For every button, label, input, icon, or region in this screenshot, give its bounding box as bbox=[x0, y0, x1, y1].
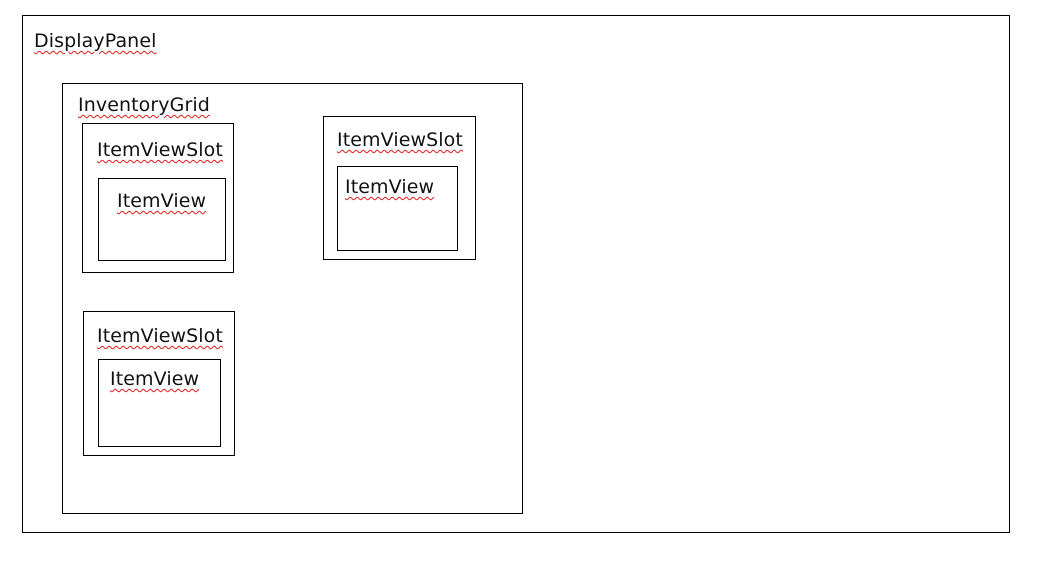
inventory-grid-label: InventoryGrid bbox=[78, 94, 210, 116]
item-view[interactable] bbox=[337, 166, 458, 251]
item-view-label: ItemView bbox=[110, 368, 200, 390]
item-view-label: ItemView bbox=[117, 190, 207, 212]
item-view[interactable] bbox=[98, 359, 221, 447]
item-view-label: ItemView bbox=[345, 176, 435, 198]
item-view-slot-label: ItemViewSlot bbox=[97, 325, 223, 347]
item-view-slot-label: ItemViewSlot bbox=[97, 139, 223, 161]
display-panel-label: DisplayPanel bbox=[34, 30, 157, 52]
item-view-slot-label: ItemViewSlot bbox=[337, 129, 463, 151]
item-view[interactable] bbox=[98, 178, 226, 261]
